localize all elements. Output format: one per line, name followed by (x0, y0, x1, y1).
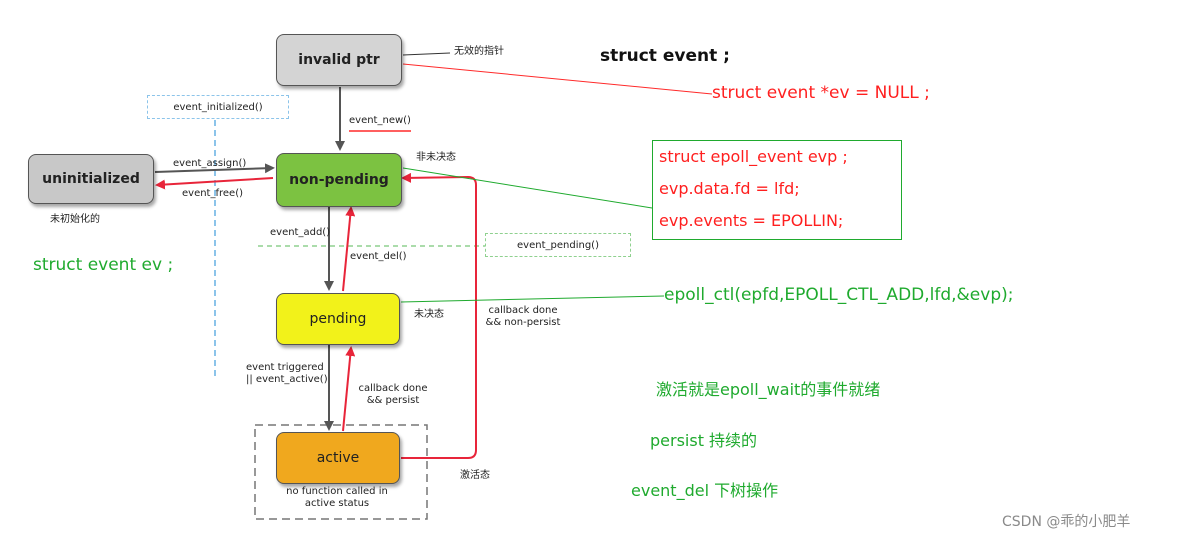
annotation-invalid-ptr-cn: 无效的指针 (454, 46, 504, 57)
arrow-event-del (342, 206, 356, 292)
active-note-line2: active status (304, 498, 370, 509)
connector-invalid-cn (402, 52, 451, 56)
annotation-active-cn: 激活态 (460, 470, 490, 481)
label-event-new: event_new() (349, 115, 411, 126)
epoll-event-code-box: struct epoll_event evp ; evp.data.fd = l… (652, 140, 902, 240)
arrow-event-assign (154, 163, 275, 174)
label-event-free: event_free() (182, 188, 244, 199)
condition-event-initialized: event_initialized() (147, 95, 289, 119)
active-note-line1: no function called in (286, 486, 388, 497)
arrow-callback-nonpersist (401, 172, 477, 459)
label-callback-persist-1: callback done (358, 383, 428, 394)
code-line-2: evp.data.fd = lfd; (659, 179, 800, 198)
label-event-triggered-1: event triggered (246, 362, 324, 373)
annotation-pending-cn: 未决态 (414, 309, 444, 320)
label-event-assign: event_assign() (173, 158, 247, 169)
label-event-triggered-2: || event_active() (246, 374, 328, 385)
state-invalid-ptr: invalid ptr (276, 34, 402, 86)
label-callback-nonpersist-1: callback done (488, 305, 558, 316)
connector-ptr-note (402, 63, 713, 95)
condition-event-pending: event_pending() (485, 233, 631, 257)
watermark: CSDN @乖的小肥羊 (1002, 514, 1131, 530)
note-struct-event-ev: struct event ev ; (33, 255, 174, 275)
note-event-del: event_del 下树操作 (631, 481, 779, 500)
annotation-non-pending-cn: 非未决态 (416, 152, 456, 163)
arrow-event-free (155, 177, 274, 190)
note-activate: 激活就是epoll_wait的事件就绪 (656, 380, 881, 399)
code-line-3: evp.events = EPOLLIN; (659, 211, 844, 230)
note-persist: persist 持续的 (650, 431, 758, 450)
note-epoll-ctl: epoll_ctl(epfd,EPOLL_CTL_ADD,lfd,&evp); (664, 285, 1014, 305)
label-event-del: event_del() (350, 251, 407, 262)
label-callback-persist-2: && persist (366, 395, 420, 406)
connector-pending-epoll (400, 295, 665, 303)
label-callback-nonpersist-2: && non-persist (485, 317, 561, 328)
note-struct-event: struct event ; (600, 46, 730, 66)
state-non-pending: non-pending (276, 153, 402, 207)
connector-nonpending-code (402, 167, 653, 209)
active-region-box (254, 424, 428, 520)
state-uninitialized: uninitialized (28, 154, 154, 204)
annotation-uninitialized-cn: 未初始化的 (50, 214, 100, 225)
code-line-1: struct epoll_event evp ; (659, 147, 848, 166)
arrow-callback-persist (342, 346, 356, 432)
label-event-add: event_add() (270, 227, 331, 238)
state-active: active (276, 432, 400, 484)
state-pending: pending (276, 293, 400, 345)
note-struct-event-ptr: struct event *ev = NULL ; (712, 83, 930, 103)
